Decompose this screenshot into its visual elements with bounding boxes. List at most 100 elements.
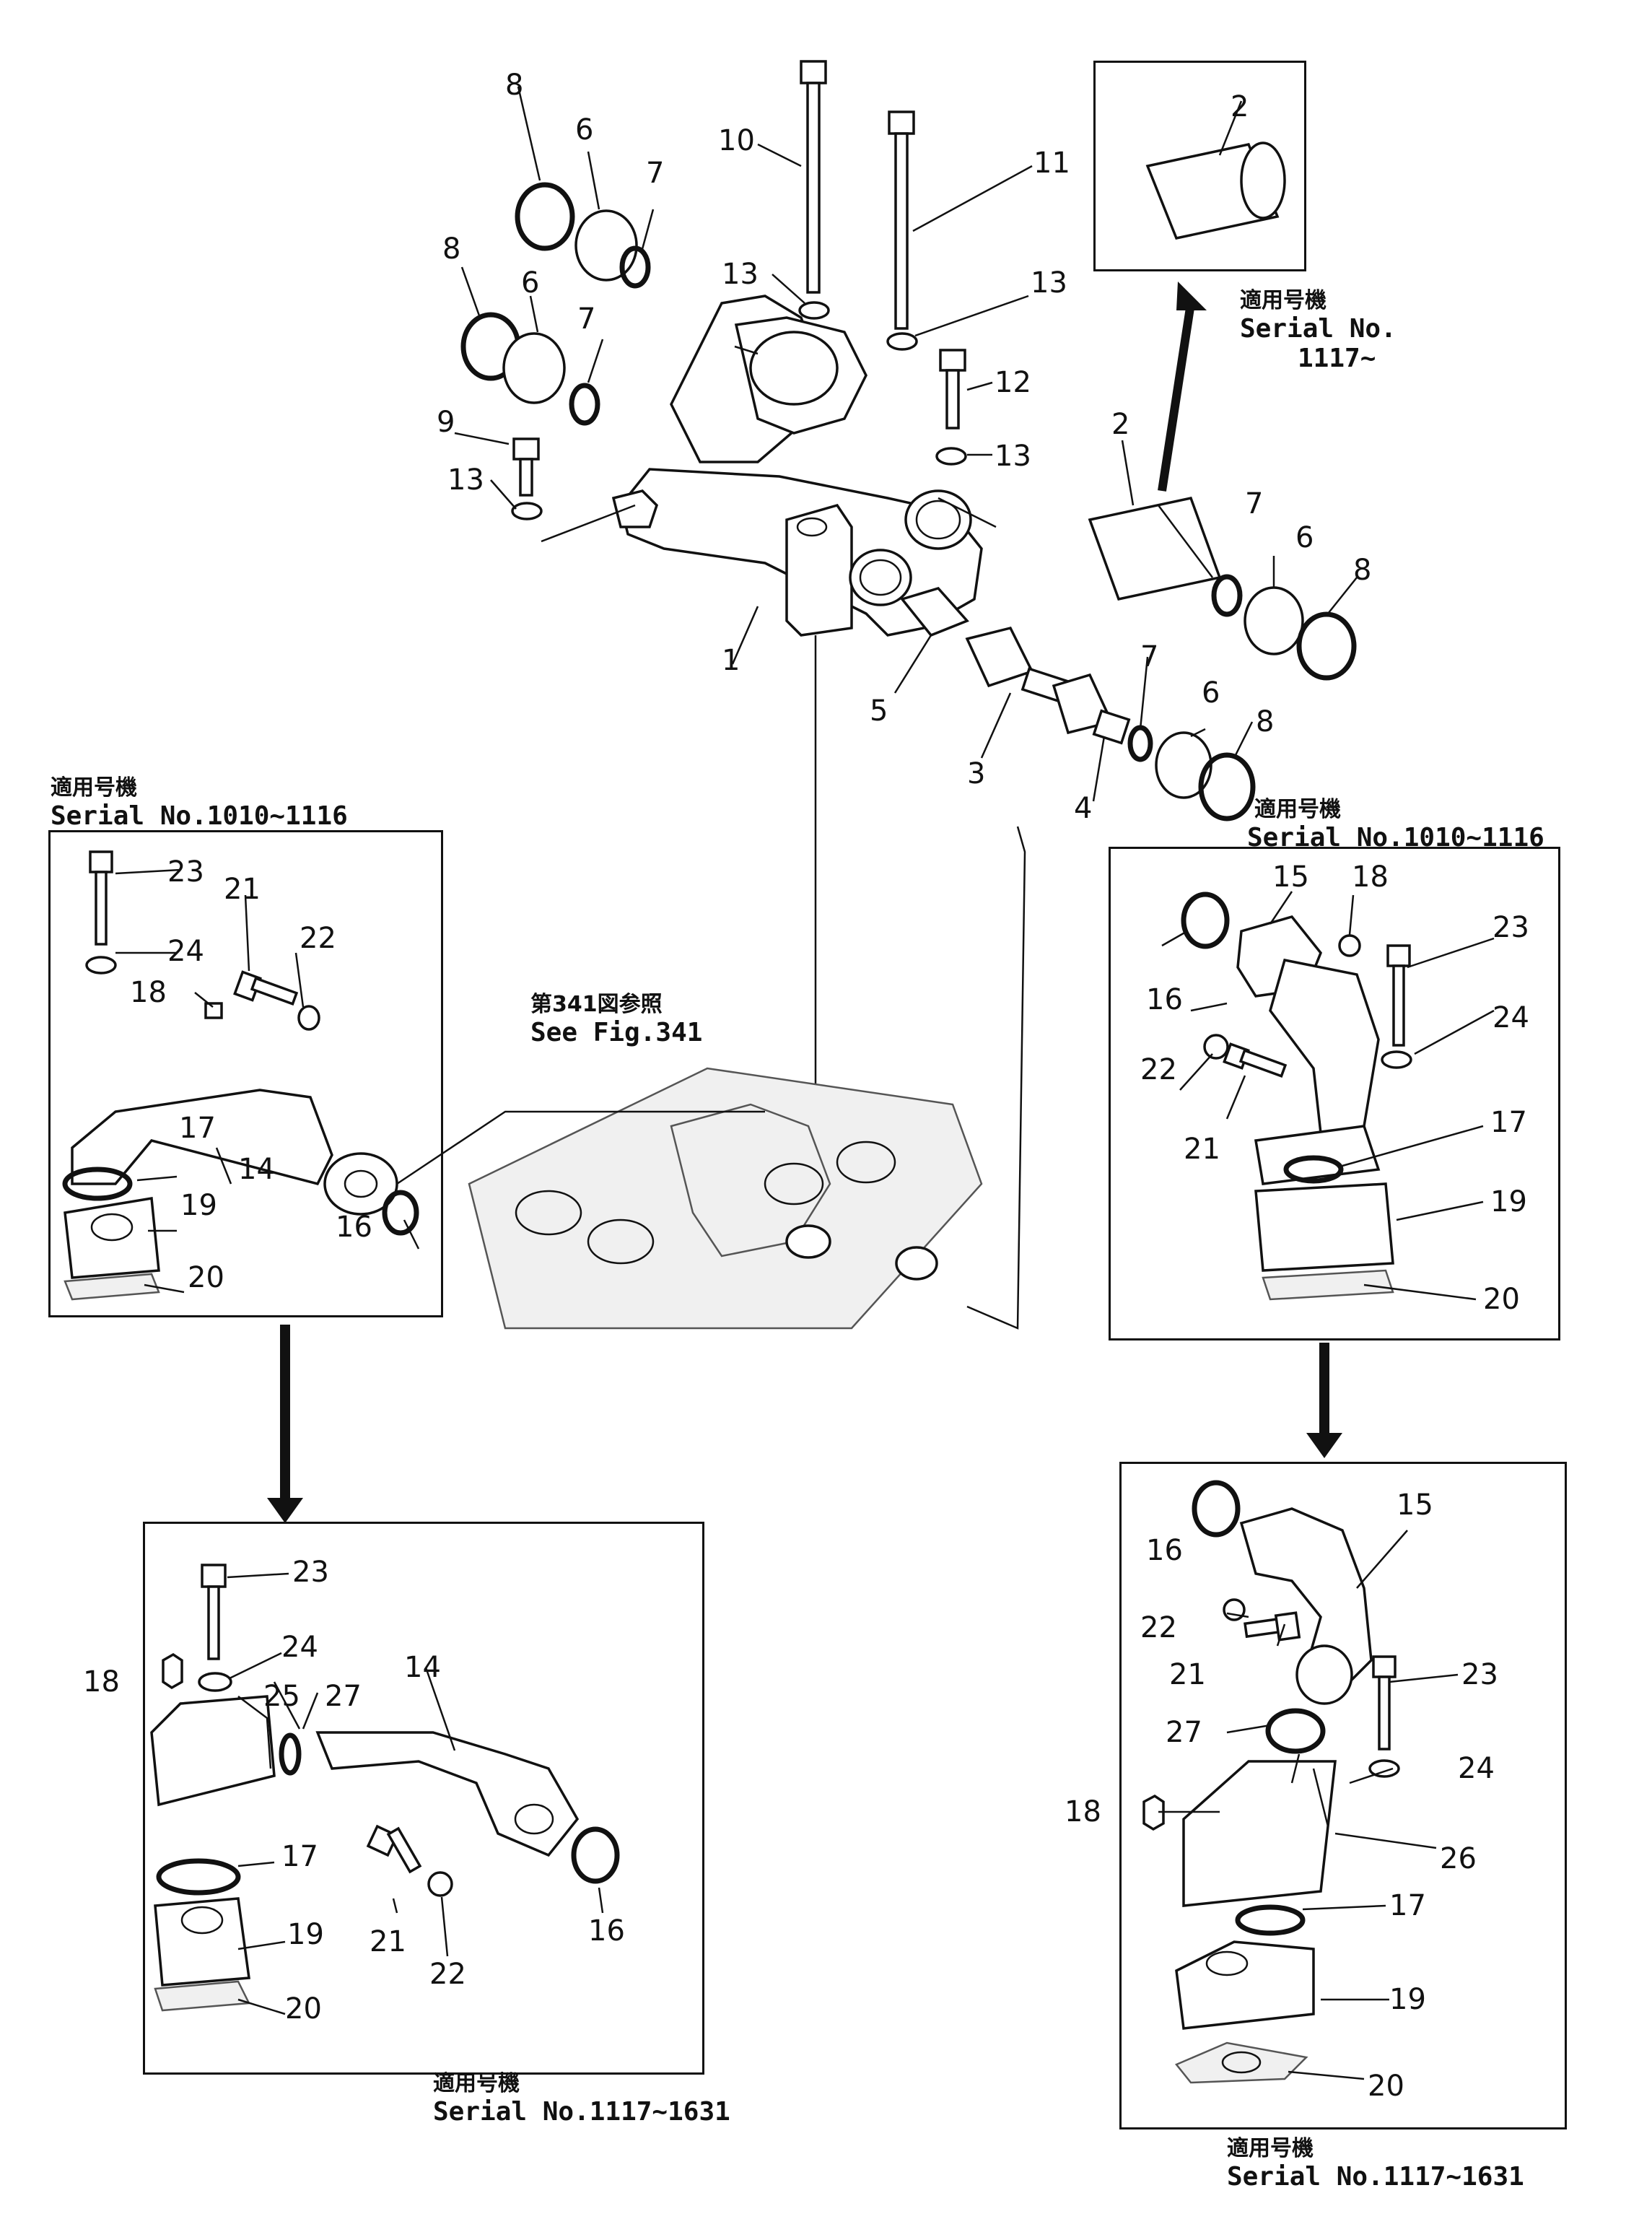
callout-17: 17: [281, 1840, 318, 1873]
callout-9: 9: [437, 406, 455, 439]
callout-1: 1: [722, 644, 740, 677]
sleeve-2: [1088, 496, 1222, 601]
left-box-serial: Serial No.1010~1116: [51, 801, 348, 831]
top-inset-range: 1117~: [1298, 343, 1376, 373]
left-box-caption: 適用号機 Serial No.1010~1116: [51, 775, 348, 831]
callout-3: 3: [967, 757, 986, 790]
top-inset-serial: Serial No.: [1240, 313, 1397, 344]
callout-19: 19: [180, 1189, 217, 1222]
inset-box-top: [1093, 61, 1306, 271]
spool-assembly: [900, 587, 1256, 821]
callout-18: 18: [130, 976, 167, 1009]
callout-23: 23: [292, 1556, 329, 1589]
snap-ring-8d: [1198, 752, 1256, 821]
callout-15: 15: [1397, 1488, 1433, 1522]
callout-19: 19: [1389, 1983, 1426, 2016]
see-figure-reference: 第341図参照 See Fig.341: [530, 992, 702, 1047]
callout-24: 24: [167, 935, 204, 968]
callout-7: 7: [1140, 640, 1159, 673]
long-bolt-11: [888, 110, 915, 330]
bottom-left-caption: 適用号機 Serial No.1117~1631: [433, 2071, 730, 2127]
callout-7: 7: [1245, 487, 1264, 520]
top-inset-jp: 適用号機: [1240, 288, 1327, 313]
inset-sleeve: [1145, 100, 1286, 240]
callout-8: 8: [442, 232, 461, 266]
callout-25: 25: [263, 1680, 300, 1713]
bottom-left-serial: Serial No.1117~1631: [433, 2096, 730, 2127]
callout-6: 6: [1202, 676, 1220, 710]
callout-18: 18: [83, 1665, 120, 1699]
callout-21: 21: [1184, 1133, 1220, 1166]
callout-12: 12: [995, 366, 1031, 399]
bottom-left-box-parts: [150, 1564, 620, 2015]
washer-13d: [511, 502, 543, 520]
callout-22: 22: [1140, 1053, 1177, 1086]
inset-box-bottom-right: [1119, 1462, 1567, 2129]
callout-14: 14: [404, 1651, 441, 1684]
callout-24: 24: [1493, 1001, 1529, 1034]
up-arrow: [1158, 282, 1207, 492]
callout-6: 6: [521, 266, 540, 300]
callout-20: 20: [1368, 2070, 1404, 2103]
callout-20: 20: [188, 1261, 224, 1294]
callout-17: 17: [1389, 1889, 1426, 1922]
callout-16: 16: [1146, 983, 1183, 1016]
callout-17: 17: [1490, 1106, 1527, 1139]
callout-22: 22: [300, 922, 336, 955]
valve-body-part: [611, 295, 983, 637]
o-ring-7c: [1211, 574, 1243, 617]
right-box-parts: [1161, 891, 1495, 1301]
snap-ring-8a: [515, 182, 575, 251]
plug-6a: [574, 209, 638, 282]
callout-24: 24: [1458, 1752, 1495, 1785]
callout-24: 24: [281, 1631, 318, 1664]
callout-8: 8: [1256, 705, 1275, 738]
callout-16: 16: [1146, 1534, 1183, 1567]
down-arrow-right: [1306, 1343, 1342, 1458]
bottom-right-serial: Serial No.1117~1631: [1227, 2161, 1524, 2192]
bottom-right-jp: 適用号機: [1227, 2136, 1314, 2161]
inset-box-left: [48, 830, 443, 1317]
washer-13c: [935, 447, 967, 466]
callout-19: 19: [1490, 1185, 1527, 1219]
bottom-right-caption: 適用号機 Serial No.1117~1631: [1227, 2136, 1524, 2192]
callout-18: 18: [1065, 1795, 1101, 1828]
callout-17: 17: [179, 1112, 216, 1145]
callout-7: 7: [577, 302, 596, 336]
inset-box-bottom-left: [143, 1522, 704, 2075]
callout-20: 20: [1483, 1283, 1520, 1316]
right-box-jp: 適用号機: [1254, 797, 1341, 822]
callout-13: 13: [1031, 266, 1067, 300]
o-ring-7b: [569, 383, 600, 426]
top-inset-caption: 適用号機 Serial No. 1117~: [1240, 288, 1397, 373]
callout-21: 21: [370, 1925, 406, 1958]
callout-5: 5: [870, 694, 888, 728]
callout-26: 26: [1440, 1842, 1477, 1875]
plug-6b: [502, 332, 566, 404]
down-arrow-left: [267, 1325, 303, 1523]
callout-27: 27: [325, 1680, 362, 1713]
bolt-12: [939, 349, 966, 430]
callout-18: 18: [1352, 860, 1389, 894]
callout-19: 19: [287, 1918, 324, 1951]
callout-16: 16: [336, 1211, 372, 1244]
callout-10: 10: [718, 124, 755, 157]
long-bolt-10: [800, 60, 827, 294]
callout-13: 13: [722, 258, 759, 291]
washer-13a: [798, 301, 830, 320]
callout-7: 7: [646, 157, 665, 190]
callout-23: 23: [1493, 911, 1529, 944]
reference-jp: 第341図参照: [530, 992, 663, 1017]
plug-6c: [1244, 586, 1304, 655]
inset-box-right: [1109, 847, 1560, 1340]
callout-16: 16: [588, 1914, 625, 1948]
bottom-right-box-parts: [1142, 1480, 1459, 2084]
callout-21: 21: [224, 873, 261, 906]
callout-4: 4: [1074, 792, 1093, 825]
callout-23: 23: [167, 855, 204, 889]
callout-13: 13: [447, 463, 484, 497]
callout-23: 23: [1461, 1658, 1498, 1691]
callout-8: 8: [505, 69, 524, 102]
